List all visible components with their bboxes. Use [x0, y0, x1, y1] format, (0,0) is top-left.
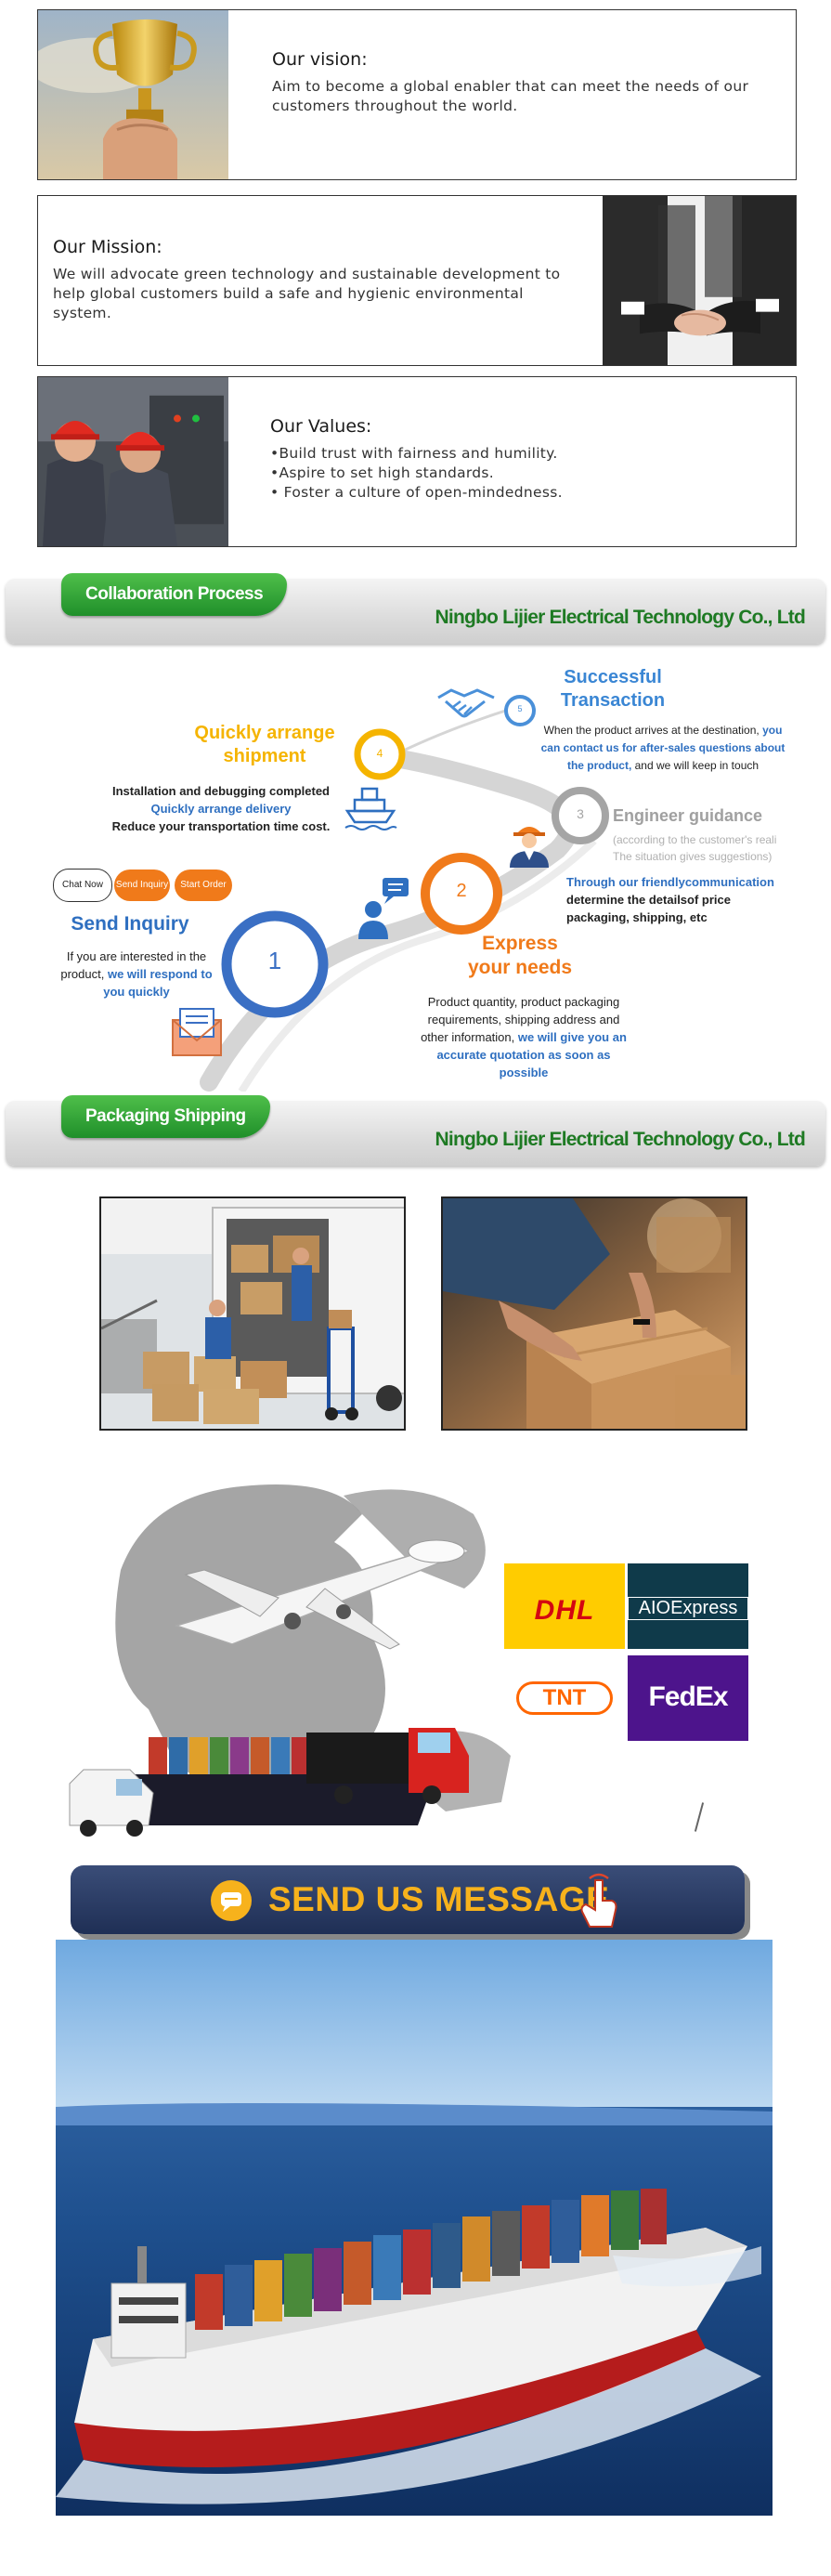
step5-text: When the product arrives at the destinat… [534, 722, 792, 775]
step2-text-plain: Product quantity, product packaging requ… [421, 995, 620, 1044]
fedex-logo: FedEx [628, 1655, 748, 1741]
mission-box: Our Mission: We will advocate green tech… [37, 195, 797, 366]
chat-bubble-icon [211, 1880, 252, 1921]
step5-title-line1: Successful [564, 667, 662, 687]
envelope-icon [172, 1008, 222, 1056]
step1-text-plain: If you are interested in the product, [60, 949, 207, 981]
send-us-message-label: SEND US MESSAGE [268, 1880, 610, 1918]
values-item-2: •Aspire to set high standards. [270, 464, 495, 481]
step2-number: 2 [456, 881, 467, 901]
step3-text-line2: determine the detailsof price [566, 893, 731, 907]
trophy-image [38, 10, 228, 179]
tnt-logo: TNT [504, 1655, 625, 1741]
vision-box: Our vision: Aim to become a global enabl… [37, 9, 797, 180]
step4-text-line2: Quickly arrange delivery [150, 802, 292, 816]
step1-text-blue: we will respond to you quickly [103, 967, 213, 999]
values-item-1: •Build trust with fairness and humility. [270, 445, 558, 462]
step4-title-line1: Quickly arrange [194, 723, 335, 743]
packaging-tab-label: Packaging Shipping [61, 1095, 270, 1138]
handshake-icon [437, 688, 495, 718]
values-text: Our Values: •Build trust with fairness a… [270, 416, 772, 503]
step4-title: Quickly arrange shipment [172, 722, 357, 768]
step3-circle [552, 787, 609, 844]
step3-sub-line2: The situation gives suggestions) [613, 850, 773, 863]
step3-number: 3 [577, 806, 584, 821]
step5-title-line2: Transaction [560, 690, 666, 711]
collaboration-banner: Collaboration Process Ningbo Lijier Elec… [6, 573, 825, 644]
step5-text-plain: When the product arrives at the destinat… [543, 724, 760, 737]
packing-box-image [443, 1198, 746, 1429]
values-box: Our Values: •Build trust with fairness a… [37, 376, 797, 547]
step2-text: Product quantity, product packaging requ… [416, 993, 631, 1081]
mission-text: Our Mission: We will advocate green tech… [53, 237, 573, 323]
step1-circle [221, 910, 329, 1018]
banner-company-name: Ningbo Lijier Electrical Technology Co.,… [435, 607, 806, 628]
workers-image [38, 377, 228, 546]
aioexpress-logo-text: AIOExpress [628, 1597, 748, 1620]
divider-mark [694, 1802, 705, 1832]
step4-number: 4 [376, 747, 383, 760]
collaboration-tab-label: Collaboration Process [61, 573, 288, 616]
aioexpress-logo: AIOExpress [628, 1563, 748, 1649]
step2-circle [421, 853, 502, 935]
process-diagram: 1 Send Inquiry If you are interested in … [0, 655, 831, 1092]
fedex-logo-text: FedEx [648, 1681, 728, 1712]
engineer-icon [510, 827, 549, 868]
tnt-logo-text: TNT [516, 1681, 613, 1715]
step4-circle [354, 728, 406, 780]
dhl-logo-text: DHL [534, 1595, 595, 1626]
step4-text-line3: Reduce your transportation time cost. [111, 819, 331, 833]
step3-text-blue: Through our friendlycommunication [566, 875, 774, 889]
step2-title-line1: Express [482, 933, 558, 954]
packing-box-photo [441, 1196, 747, 1431]
vision-title: Our vision: [272, 49, 368, 70]
step4-text-line1: Installation and debugging completed [111, 784, 330, 798]
step3-text-line3: packaging, shipping, etc [566, 910, 708, 924]
vision-body: Aim to become a global enabler that can … [272, 78, 749, 114]
logistics-image [69, 1484, 511, 1837]
step3-sub: (according to the customer's reali The s… [613, 831, 831, 865]
dhl-logo: DHL [504, 1563, 625, 1649]
start-order-button[interactable]: Start Order [175, 870, 232, 901]
person-chat-icon [358, 878, 409, 939]
loading-truck-photo [99, 1196, 406, 1431]
step1-text: If you are interested in the product, we… [58, 948, 215, 1000]
step1-number: 1 [267, 947, 282, 974]
mission-title: Our Mission: [53, 237, 162, 257]
step5-circle [504, 695, 536, 726]
values-title: Our Values: [270, 416, 372, 437]
step2-title-line2: your needs [467, 957, 573, 978]
step5-text-plain-2: and we will keep in touch [634, 759, 760, 772]
step3-text: Through our friendlycommunication determ… [566, 873, 831, 926]
pointer-hand-icon [580, 1873, 617, 1928]
send-inquiry-button[interactable]: Send Inquiry [114, 870, 170, 901]
packaging-banner: Packaging Shipping Ningbo Lijier Electri… [6, 1095, 825, 1166]
handshake-image [603, 196, 796, 365]
ship-icon [344, 787, 397, 830]
chat-now-button[interactable]: Chat Now [53, 869, 112, 902]
mission-body: We will advocate green technology and su… [53, 266, 561, 321]
step2-title: Express your needs [436, 932, 604, 980]
step2-text-blue: we will give you an accurate quotation a… [436, 1030, 627, 1079]
values-item-3: • Foster a culture of open-mindedness. [270, 484, 563, 501]
send-us-message-button[interactable]: SEND US MESSAGE [71, 1865, 745, 1934]
step1-title: Send Inquiry [71, 913, 189, 935]
step3-title: Engineer guidance [613, 806, 763, 825]
loading-truck-image [101, 1198, 404, 1429]
container-ship-image [56, 1940, 773, 2516]
step3-sub-line1: (according to the customer's reali [613, 833, 777, 846]
step5-text-blue: you can contact us for after-sales quest… [540, 724, 786, 772]
step5-number: 5 [517, 704, 523, 713]
step4-title-line2: shipment [223, 746, 306, 766]
step4-text: Installation and debugging completed Qui… [91, 782, 351, 835]
step5-title: Successful Transaction [529, 666, 696, 713]
banner-company-name-2: Ningbo Lijier Electrical Technology Co.,… [435, 1129, 806, 1150]
vision-text: Our vision: Aim to become a global enabl… [272, 49, 764, 116]
